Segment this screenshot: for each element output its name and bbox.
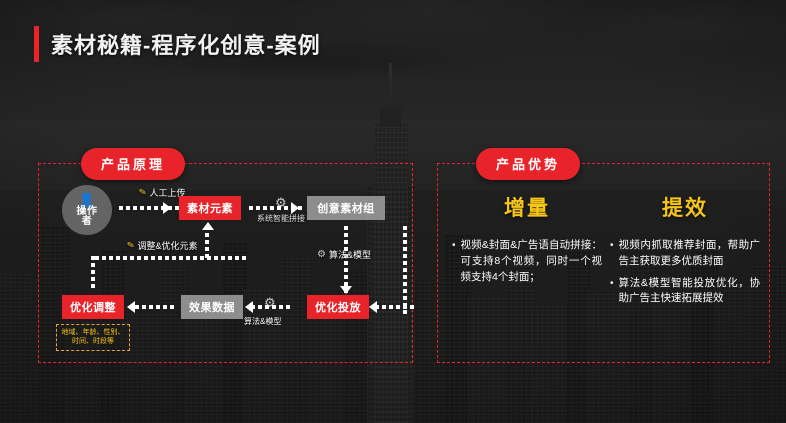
connector-optimize-up [91,256,95,288]
pencil-icon-2: ✎ [126,239,136,251]
advantage-item-text: 视频内抓取推荐封面，帮助广告主获取更多优质封面 [618,239,760,267]
edge-label-system-splice: 系统智能拼接 [257,213,305,224]
node-operator[interactable]: 👤 操作 者 [62,185,112,235]
targeting-tags-box: 地域、年龄、性别、时间、时段等 [56,324,130,351]
bullet-icon: • [610,277,614,289]
arrow-to-group [291,202,299,214]
edge-label-text: 人工上传 [149,188,186,198]
bullet-icon: • [610,240,614,251]
advantage-heading-increment: 增量 [504,197,550,220]
advantage-item-text: 算法&模型智能投放优化，协助广告主快速拓展提效 [618,276,760,305]
advantage-item: • 视频内抓取推荐封面，帮助广告主获取更多优质封面 [610,238,760,270]
node-optimize-adjust[interactable]: 优化调整 [62,295,124,319]
edge-label-text: 调整&优化元素 [137,241,198,251]
node-operator-label-1: 操作 [76,205,98,217]
arrow-into-deliver [369,301,377,313]
title-accent-bar [34,26,39,62]
edge-label-adjust-optimize: ✎ 调整&优化元素 [126,239,198,252]
advantage-heading-efficiency: 提效 [662,197,708,220]
panel-product-principle: 产品原理 👤 操作 者 ✎ 人工上传 素材元素 ⚙ 系统智能拼接 创意素材组 ⚙… [38,148,414,363]
edge-label-text: 算法&模型 [244,317,282,326]
panel-title-principle: 产品原理 [81,148,186,180]
page-title-bar: 素材秘籍-程序化创意-案例 [34,26,321,62]
node-material-elements[interactable]: 素材元素 [179,196,241,220]
edge-label-text: 算法&模型 [328,250,371,260]
edge-label-algo-model-2: 算法&模型 [244,316,281,327]
advantage-item: • 算法&模型智能投放优化，协助广告主快速拓展提效 [610,276,760,308]
advantage-column-efficiency: 提效 • 视频内抓取推荐封面，帮助广告主获取更多优质封面 • 算法&模型智能投放… [610,192,760,313]
connector-feedback-top [95,256,246,260]
gear-icon-splice: ⚙ [275,195,287,210]
connector-effect-to-optimize [135,305,174,309]
node-creative-material-group[interactable]: 创意素材组 [307,196,385,220]
connector-right-return-h [375,305,414,309]
gear-icon-algo-2: ⚙ [264,295,276,310]
page-title: 素材秘籍-程序化创意-案例 [51,33,321,58]
arrow-to-optimize [127,301,135,313]
connector-right-return-v [403,226,407,314]
advantage-column-increment: 增量 • 视频&封面&广告语自动拼接：可支持8个视频，同时一个视频支持4个封面； [452,192,602,291]
node-effect-data[interactable]: 效果数据 [181,295,243,319]
arrow-to-effect [245,301,253,313]
node-optimized-delivery[interactable]: 优化投放 [307,295,369,319]
pencil-icon: ✎ [138,186,148,198]
bullet-icon: • [452,240,456,251]
advantage-item-text: 视频&封面&广告语自动拼接：可支持8个视频，同时一个视频支持4个封面； [460,239,602,283]
node-operator-label-2: 者 [81,216,93,227]
edge-label-algo-model-1: ⚙ 算法&模型 [317,248,371,261]
arrow-to-deliver [340,286,352,294]
arrow-to-material [163,202,171,214]
advantage-item: • 视频&封面&广告语自动拼接：可支持8个视频，同时一个视频支持4个封面； [452,238,602,285]
panel-product-advantage: 产品优势 增量 • 视频&封面&广告语自动拼接：可支持8个视频，同时一个视频支持… [437,148,770,363]
gear-icon-algo-1: ⚙ [317,249,326,260]
edge-label-text: 系统智能拼接 [257,214,305,223]
arrow-into-material [202,222,214,230]
connector-feedback-up [205,226,209,258]
panel-title-advantage: 产品优势 [476,148,581,180]
user-avatar-icon: 👤 [78,191,96,207]
connector-deliver-to-effect [251,305,290,309]
edge-label-manual-upload: ✎ 人工上传 [138,186,186,199]
